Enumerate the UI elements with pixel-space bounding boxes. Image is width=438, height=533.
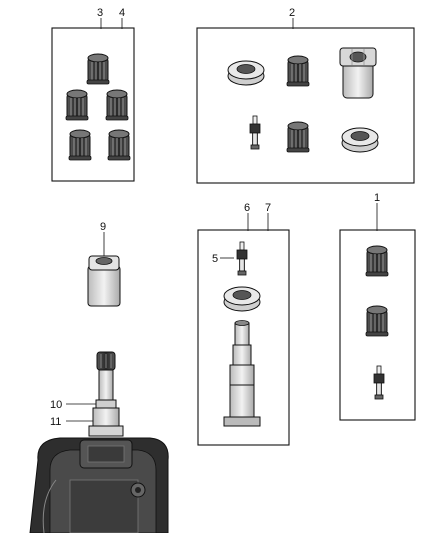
- callout-2: 2: [289, 7, 295, 19]
- nut-icon: [339, 47, 377, 99]
- callout-11: 11: [50, 416, 61, 428]
- callout-5: 5: [212, 253, 218, 265]
- tpms-sensor-icon: [29, 351, 169, 533]
- valve-cap-icon: [65, 89, 89, 121]
- callout-9: 9: [100, 221, 106, 233]
- grommet-icon: [223, 286, 261, 312]
- valve-cap-icon: [286, 55, 310, 87]
- callout-10: 10: [50, 399, 62, 411]
- valve-cap-icon: [105, 89, 129, 121]
- callout-7: 7: [265, 202, 271, 214]
- valve-cap-icon: [365, 305, 389, 337]
- valve-cap-icon: [286, 121, 310, 153]
- grommet-icon: [227, 60, 265, 86]
- tool-icon: [87, 255, 121, 307]
- callout-4: 4: [119, 7, 125, 19]
- valve-cap-icon: [86, 53, 110, 85]
- kit-box-service: [196, 27, 415, 184]
- valve-stem-icon: [223, 320, 261, 427]
- callout-3: 3: [97, 7, 103, 19]
- valve-cap-icon: [107, 129, 131, 161]
- valve-cap-icon: [365, 245, 389, 277]
- callout-6: 6: [244, 202, 250, 214]
- grommet-icon: [341, 127, 379, 153]
- valve-cap-icon: [68, 129, 92, 161]
- callout-1: 1: [374, 192, 380, 204]
